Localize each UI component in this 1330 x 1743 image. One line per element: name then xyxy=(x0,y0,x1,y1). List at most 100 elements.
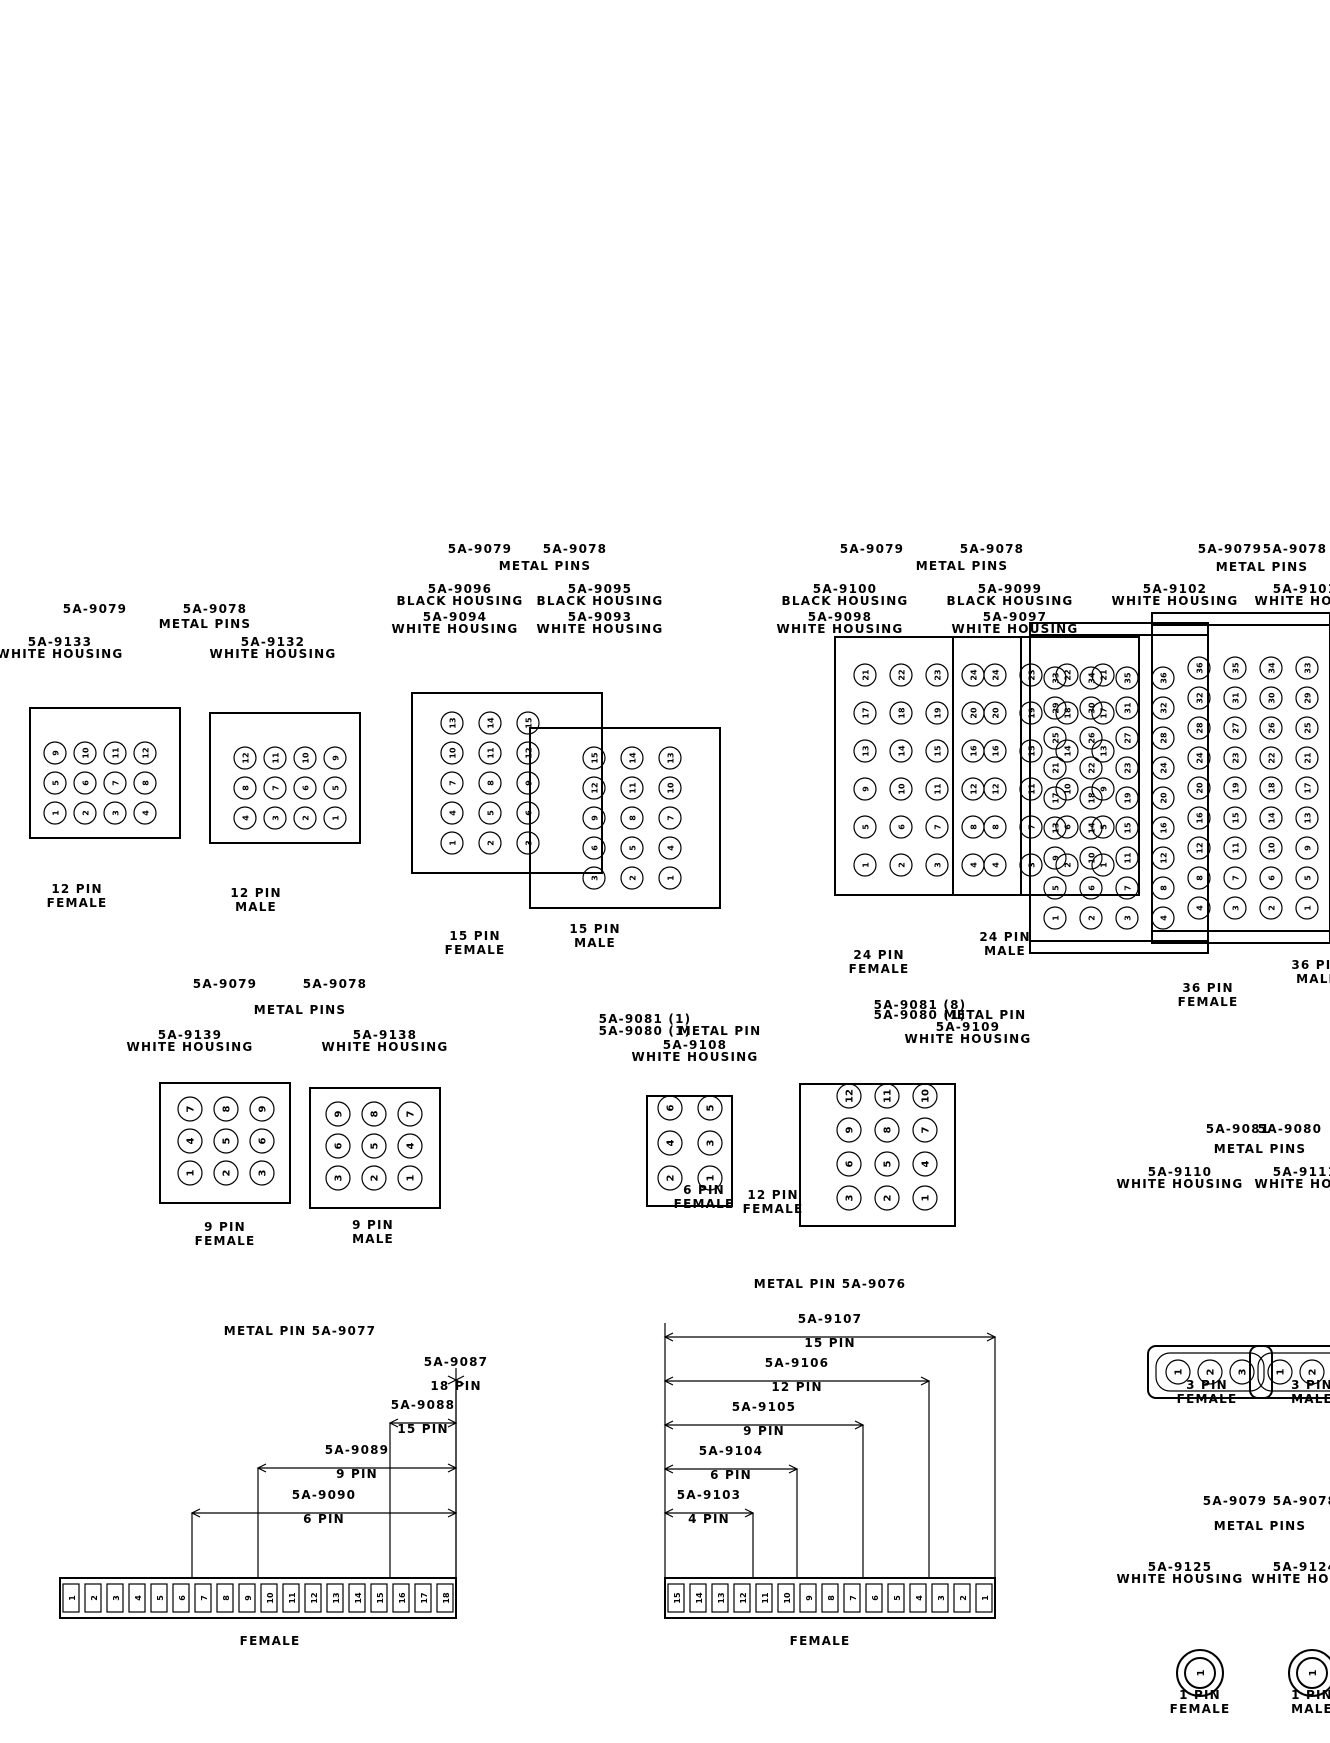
pin-circle xyxy=(1079,696,1103,720)
pin-number: 20 xyxy=(970,707,979,719)
part-label: WHITE HOUSING xyxy=(632,1050,759,1064)
pin-number: 20 xyxy=(1160,792,1169,804)
pin-circle xyxy=(1091,853,1115,877)
pin-circle xyxy=(249,1128,275,1154)
pin-number: 8 xyxy=(629,815,638,821)
pin-number: 1 xyxy=(449,840,458,846)
pin-circle xyxy=(912,1185,938,1211)
pin-number: 1 xyxy=(1308,1669,1319,1676)
pin-number: 3 xyxy=(1028,862,1037,868)
pin-number: 3 xyxy=(934,862,943,868)
pin-number: 5 xyxy=(1052,885,1061,891)
pin-number: 3 xyxy=(112,810,121,816)
pin-circle xyxy=(1187,896,1211,920)
pin-circle xyxy=(1079,666,1103,690)
pin-number: 1 xyxy=(1174,1368,1185,1375)
pin-circle xyxy=(620,836,644,860)
pin-circle xyxy=(874,1117,900,1143)
pin-circle xyxy=(1055,739,1079,763)
pin-number: 5 xyxy=(487,810,496,816)
pin-number: 8 xyxy=(370,1110,381,1117)
pin-number: 22 xyxy=(1268,752,1277,763)
pin-number: 14 xyxy=(695,1592,704,1604)
dim-pins: 6 PIN xyxy=(303,1512,345,1526)
pin-circle xyxy=(516,801,540,825)
pin-circle xyxy=(325,1101,351,1127)
pin-number: 23 xyxy=(1028,669,1037,680)
pin-circle xyxy=(1259,746,1283,770)
strip-cell xyxy=(887,1583,905,1613)
pin-number: 14 xyxy=(898,745,907,757)
female-9-housing xyxy=(159,1082,291,1204)
strip-cell xyxy=(392,1583,410,1613)
pin-circle xyxy=(1043,876,1067,900)
pin-number: 4 xyxy=(242,815,251,821)
strip-metal-pin: METAL PIN 5A-9076 xyxy=(754,1277,906,1291)
pin-circle xyxy=(325,1133,351,1159)
pin-number: 13 xyxy=(862,745,871,756)
pin-circle xyxy=(1055,663,1079,687)
pin-circle xyxy=(1043,666,1067,690)
part-label: WHITE HOUSING xyxy=(1112,594,1239,608)
pin-number: 11 xyxy=(761,1592,770,1604)
pin-number: 9 xyxy=(845,1126,856,1133)
pin-number: 28 xyxy=(1160,732,1169,744)
pin-number: 24 xyxy=(992,669,1001,681)
part-label: 5A-9132 xyxy=(241,635,305,649)
pin-circle xyxy=(620,746,644,770)
pin-number: 1 xyxy=(862,862,871,868)
connector-label: MALE xyxy=(984,944,1026,958)
pin-number: 24 xyxy=(1160,762,1169,774)
pin-number: 5 xyxy=(1304,875,1313,881)
pin-circle xyxy=(1079,816,1103,840)
pin-circle xyxy=(874,1083,900,1109)
pin-number: 36 xyxy=(1196,662,1205,674)
pin-number: 5 xyxy=(629,845,638,851)
pin-number: 7 xyxy=(934,824,943,830)
pin-number: 6 xyxy=(82,780,91,786)
part-label: 5A-9100 xyxy=(813,582,877,596)
pin-number: 17 xyxy=(1100,707,1109,718)
strip-cell xyxy=(777,1583,795,1613)
pin-number: 11 xyxy=(272,752,281,764)
dim-part: 5A-9087 xyxy=(424,1355,488,1369)
pin-circle xyxy=(925,853,949,877)
part-label: 5A-9093 xyxy=(568,610,632,624)
part-label: 5A-9078 xyxy=(183,602,247,616)
connector-label: 6 PIN xyxy=(683,1183,725,1197)
dim-pins: 18 PIN xyxy=(430,1379,481,1393)
part-label: 5A-9078 xyxy=(543,542,607,556)
pin-circle xyxy=(853,701,877,725)
pin-circle xyxy=(293,806,317,830)
pin-circle xyxy=(397,1101,423,1127)
pin-circle xyxy=(1079,876,1103,900)
pin-circle xyxy=(478,711,502,735)
pin-circle xyxy=(657,1130,683,1156)
pin-circle xyxy=(1079,726,1103,750)
pin-number: 2 xyxy=(1088,915,1097,921)
pin-number: 8 xyxy=(827,1595,836,1601)
pin-circle xyxy=(1187,776,1211,800)
pin-circle xyxy=(582,746,606,770)
pin-number: 2 xyxy=(222,1169,233,1176)
connector-label: MALE xyxy=(1291,1392,1330,1406)
pin-circle xyxy=(233,806,257,830)
pin-circle xyxy=(1197,1359,1223,1385)
part-label: 5A-9094 xyxy=(423,610,487,624)
part-label: WHITE HOUSING xyxy=(777,622,904,636)
pin-number: 34 xyxy=(1268,662,1277,674)
pin-number: 18 xyxy=(1064,707,1073,719)
pin-circle xyxy=(516,831,540,855)
pin-circle xyxy=(213,1128,239,1154)
pin-number: 10 xyxy=(302,752,311,764)
strip-cell xyxy=(953,1583,971,1613)
pin-number: 3 xyxy=(334,1174,345,1181)
strip-cell xyxy=(755,1583,773,1613)
strip-cell xyxy=(865,1583,883,1613)
female-15-strip xyxy=(664,1577,996,1619)
pin-number: 11 xyxy=(1028,783,1037,795)
pin-circle xyxy=(1295,836,1319,860)
pin-circle xyxy=(836,1151,862,1177)
pin-number: 10 xyxy=(1268,842,1277,854)
pin-circle xyxy=(582,836,606,860)
